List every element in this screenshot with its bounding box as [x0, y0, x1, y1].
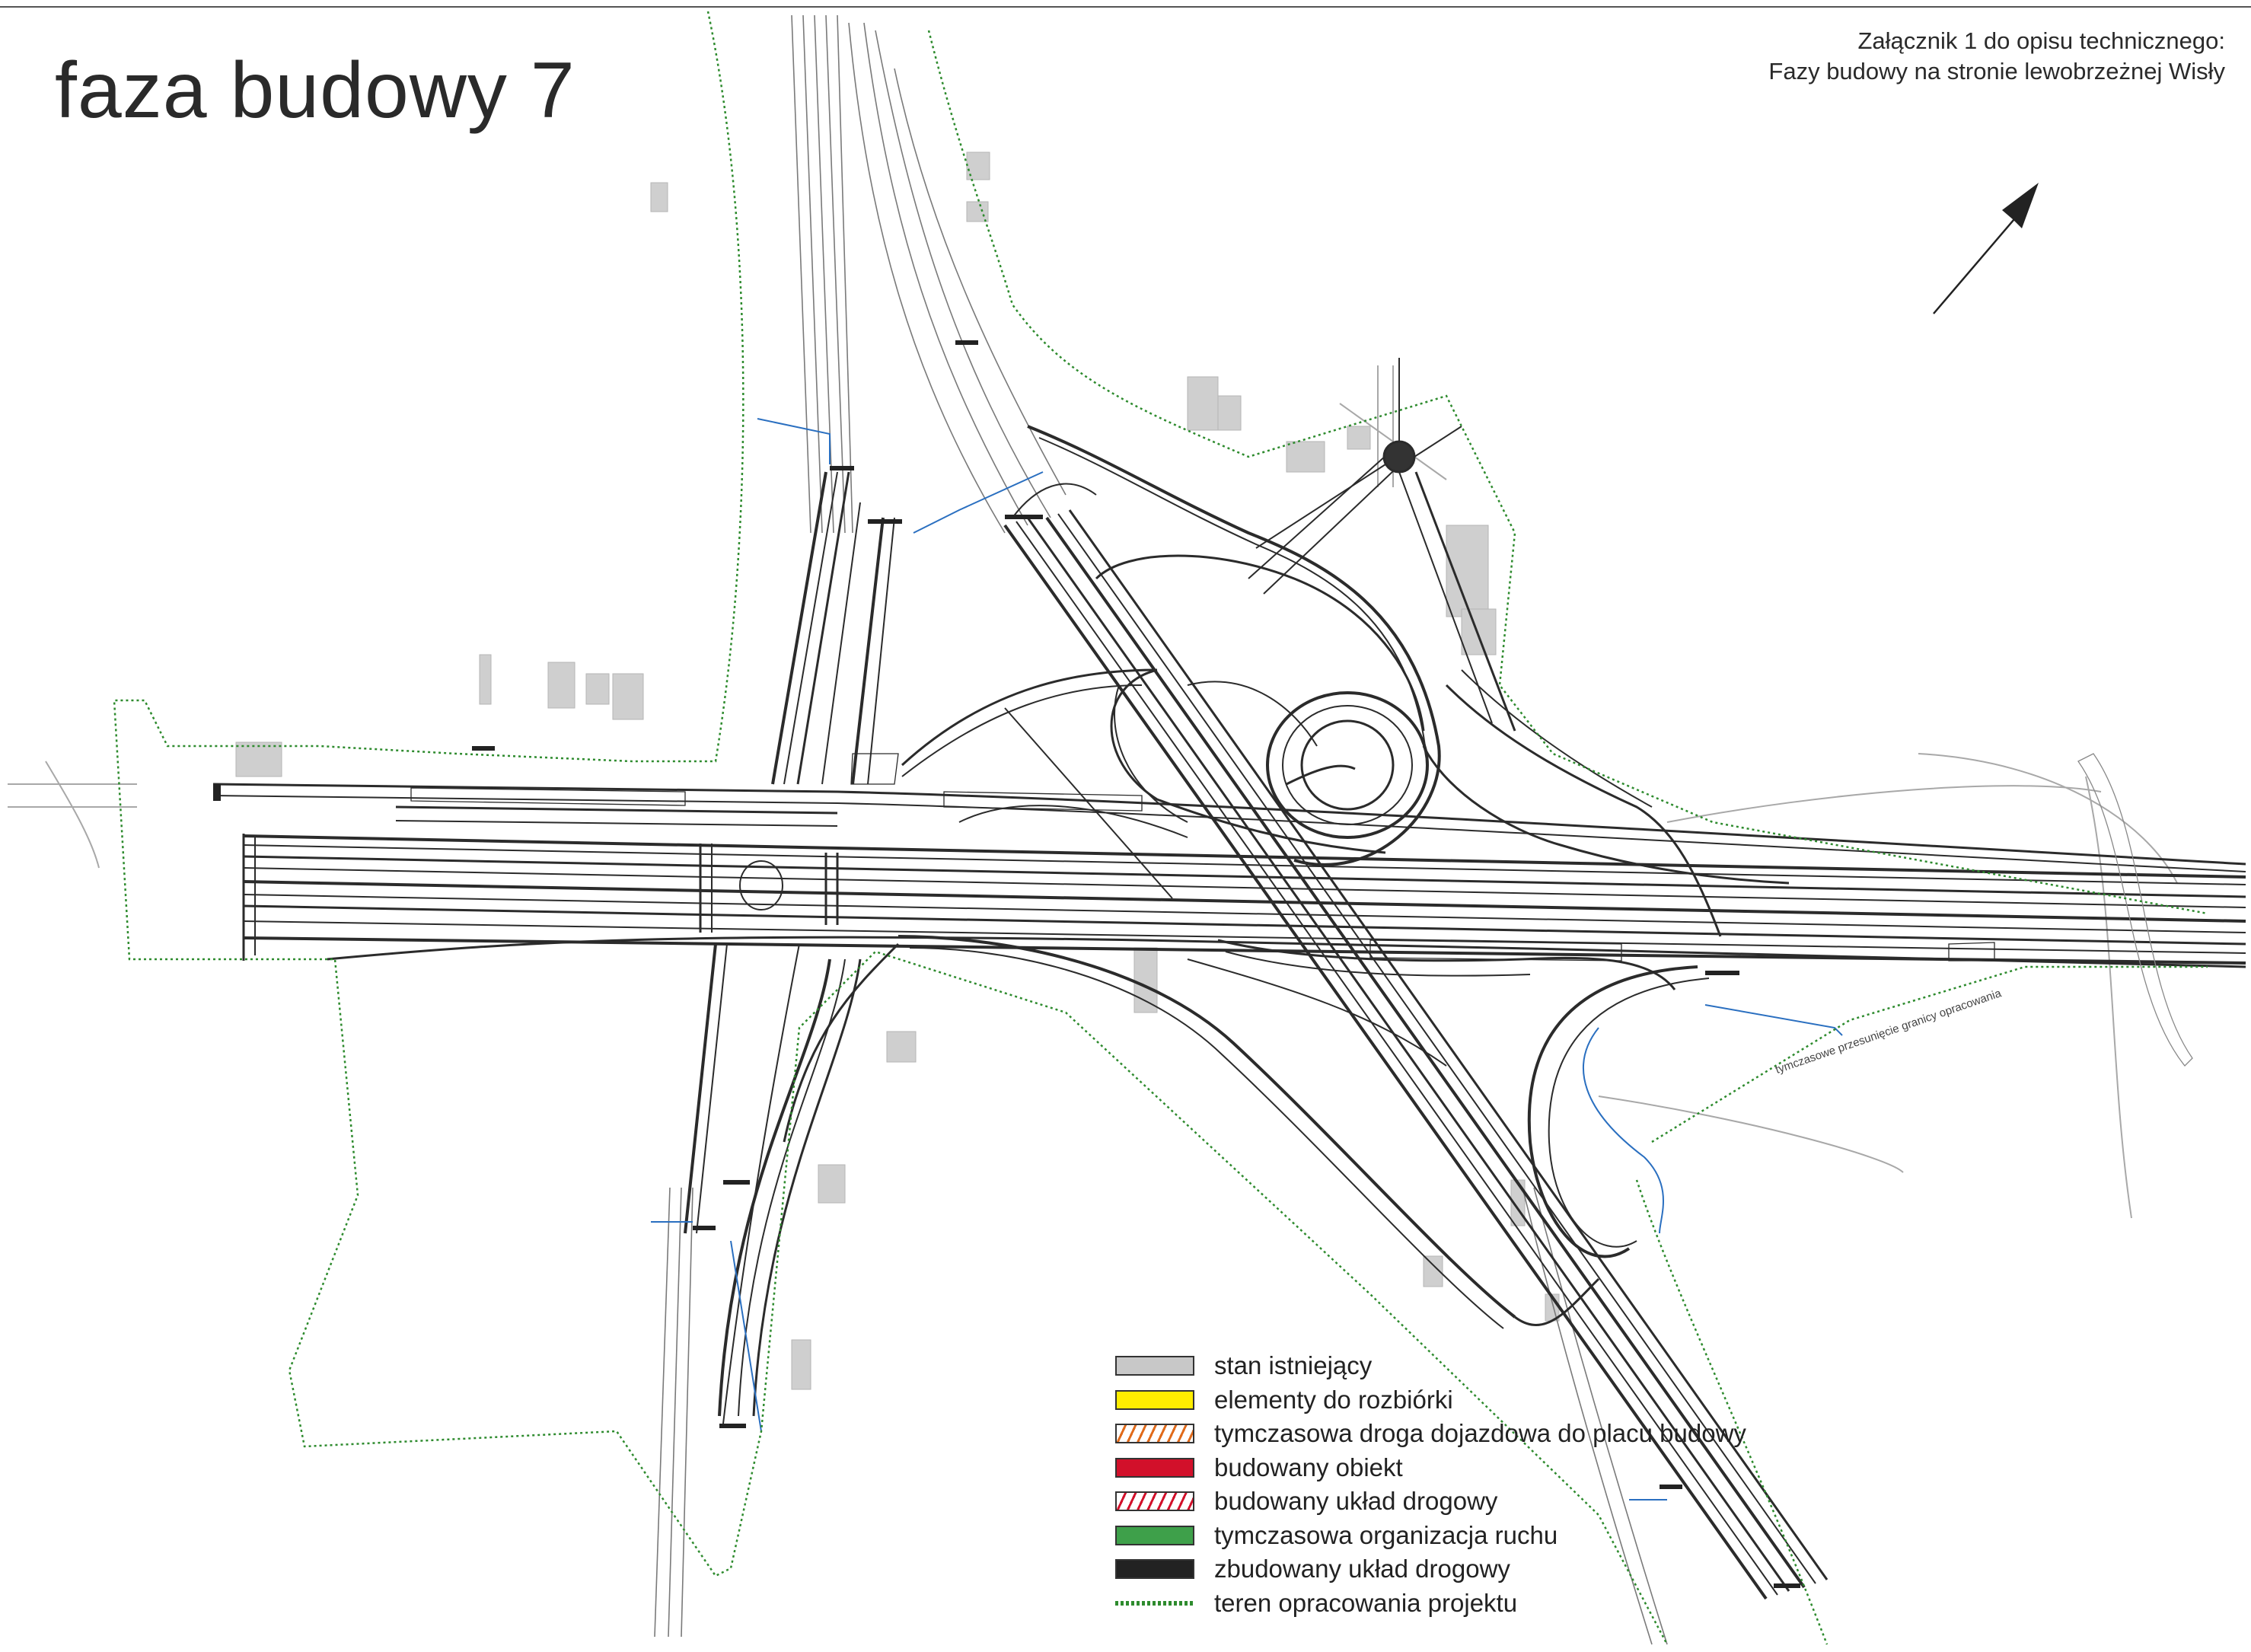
- embankment-hatching: [410, 753, 2193, 1067]
- top-border: [0, 6, 2251, 8]
- project-boundary: [113, 11, 2208, 1645]
- ns-road-west: [684, 471, 900, 1424]
- legend-label: stan istniejący: [1214, 1351, 1373, 1380]
- legend-label: zbudowany układ drogowy: [1214, 1555, 1510, 1583]
- legend-item-existing: stan istniejący: [1115, 1349, 1746, 1383]
- legend-label: budowany układ drogowy: [1214, 1487, 1498, 1516]
- attachment-note-line2: Fazy budowy na stronie lewobrzeżnej Wisł…: [1768, 58, 2225, 85]
- water-lines: [651, 418, 1843, 1501]
- existing-roads: [8, 365, 2178, 1219]
- legend-label: elementy do rozbiórki: [1214, 1385, 1453, 1414]
- main-carriageway: [212, 783, 2246, 968]
- legend-item-temp-road: tymczasowa droga dojazdowa do placu budo…: [1115, 1417, 1746, 1451]
- railway-north: [791, 14, 1067, 534]
- legend-item-traffic: tymczasowa organizacja ruchu: [1115, 1519, 1746, 1553]
- legend-label: tymczasowa droga dojazdowa do placu budo…: [1214, 1419, 1746, 1448]
- legend-item-built: zbudowany układ drogowy: [1115, 1552, 1746, 1587]
- legend-label: budowany obiekt: [1214, 1453, 1403, 1481]
- legend-item-demolition: elementy do rozbiórki: [1115, 1383, 1746, 1418]
- legend-swatch-temp-road: [1115, 1424, 1194, 1444]
- legend-label: tymczasowa organizacja ruchu: [1214, 1520, 1558, 1549]
- legend-swatch-boundary: [1115, 1600, 1194, 1606]
- legend-swatch-object: [1115, 1457, 1194, 1478]
- structure-markers: [213, 340, 1800, 1588]
- legend-swatch-built: [1115, 1559, 1194, 1580]
- west-bridge: [242, 834, 839, 961]
- legend-swatch-existing: [1115, 1356, 1194, 1376]
- attachment-note: Załącznik 1 do opisu technicznego: Fazy …: [1768, 26, 2225, 87]
- phase-title: faza budowy 7: [55, 46, 576, 135]
- legend-label: teren opracowania projektu: [1214, 1588, 1518, 1617]
- existing-buildings: [235, 151, 1560, 1390]
- legend-swatch-demolition: [1115, 1389, 1194, 1410]
- legend-item-road-layout: budowany układ drogowy: [1115, 1485, 1746, 1519]
- legend-swatch-traffic: [1115, 1525, 1194, 1545]
- legend-swatch-road-layout: [1115, 1491, 1194, 1512]
- legend-item-boundary: teren opracowania projektu: [1115, 1587, 1746, 1621]
- north-arrow-icon: [1933, 183, 2039, 314]
- north-roundabout: [1255, 358, 1516, 732]
- attachment-note-line1: Załącznik 1 do opisu technicznego:: [1857, 27, 2225, 54]
- legend: stan istniejący elementy do rozbiórki ty…: [1115, 1349, 1746, 1620]
- legend-item-object: budowany obiekt: [1115, 1451, 1746, 1485]
- interchange-loops: [898, 425, 1790, 1329]
